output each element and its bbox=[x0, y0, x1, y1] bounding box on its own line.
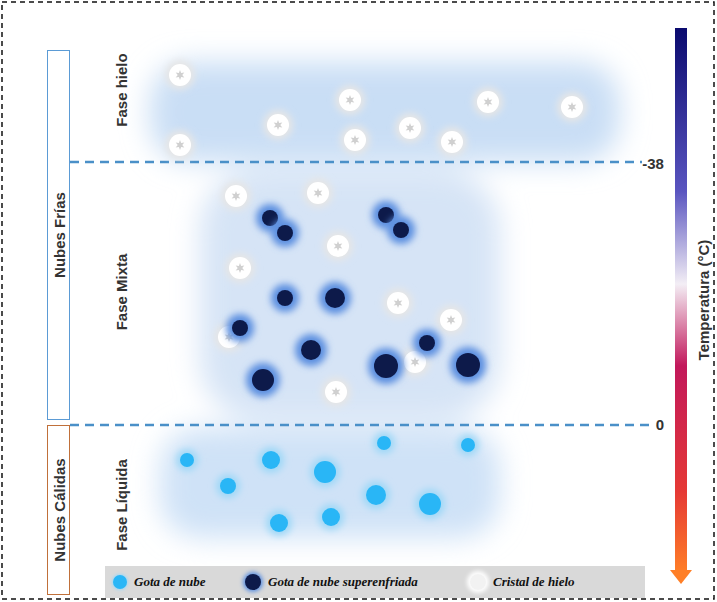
legend-swatch bbox=[245, 574, 261, 590]
supercooled-droplet bbox=[226, 314, 254, 342]
axis-title: Temperatura (°C) bbox=[695, 240, 712, 361]
ice-crystal bbox=[383, 288, 413, 318]
supercooled-droplet bbox=[319, 282, 351, 314]
cloud-type-box: Nubes Frías bbox=[47, 50, 70, 420]
ice-crystal bbox=[321, 377, 351, 407]
isotherm-line bbox=[70, 424, 650, 427]
ice-crystal bbox=[165, 130, 195, 160]
ice-crystal bbox=[303, 178, 333, 208]
cloud-droplet bbox=[258, 447, 284, 473]
legend-entry: Cristal de hielo bbox=[470, 572, 575, 592]
temperature-value: -38 bbox=[642, 155, 664, 172]
phase-label: Fase Mixta bbox=[113, 254, 130, 331]
ice-crystal bbox=[335, 85, 365, 115]
legend-bar bbox=[105, 566, 645, 598]
cloud-droplet bbox=[176, 449, 198, 471]
ice-crystal bbox=[221, 181, 251, 211]
legend-entry: Gota de nube bbox=[113, 572, 206, 592]
temperature-bar bbox=[675, 28, 687, 573]
cloud-droplet bbox=[310, 457, 340, 487]
legend-swatch bbox=[113, 575, 127, 589]
supercooled-droplet bbox=[271, 219, 299, 247]
legend-text: Gota de nube bbox=[134, 574, 206, 590]
supercooled-droplet bbox=[450, 347, 486, 383]
ice-crystal bbox=[436, 305, 466, 335]
ice-crystal bbox=[165, 60, 195, 90]
supercooled-droplet bbox=[413, 329, 441, 357]
legend-text: Cristal de hielo bbox=[493, 574, 575, 590]
cloud-droplet bbox=[266, 510, 292, 536]
cloud-droplet bbox=[362, 481, 390, 509]
legend-swatch bbox=[470, 574, 486, 590]
temperature-arrow bbox=[670, 570, 692, 584]
ice-crystal bbox=[437, 127, 467, 157]
ice-crystal bbox=[263, 110, 293, 140]
supercooled-droplet bbox=[246, 363, 280, 397]
cloud-droplet bbox=[457, 434, 479, 456]
ice-crystal bbox=[395, 113, 425, 143]
legend-text: Gota de nube superenfriada bbox=[268, 574, 418, 590]
supercooled-droplet bbox=[387, 216, 415, 244]
cloud-type-label: Nubes Frías bbox=[50, 192, 67, 278]
phase-label: Fase hielo bbox=[113, 53, 130, 126]
isotherm-line bbox=[70, 161, 642, 164]
cloud-droplet bbox=[415, 489, 445, 519]
cloud-droplet bbox=[373, 432, 395, 454]
supercooled-droplet bbox=[295, 334, 327, 366]
cloud-type-label: Nubes Cálidas bbox=[50, 458, 67, 561]
ice-crystal bbox=[340, 125, 370, 155]
ice-crystal bbox=[225, 253, 255, 283]
supercooled-droplet bbox=[271, 284, 299, 312]
ice-crystal bbox=[557, 92, 587, 122]
supercooled-droplet bbox=[368, 348, 404, 384]
cloud-body bbox=[150, 62, 620, 538]
cloud-droplet bbox=[318, 504, 344, 530]
phase-label: Fase Líquida bbox=[113, 459, 130, 551]
legend-entry: Gota de nube superenfriada bbox=[245, 572, 418, 592]
temperature-value: 0 bbox=[656, 416, 664, 433]
ice-crystal bbox=[473, 87, 503, 117]
cloud-type-box: Nubes Cálidas bbox=[47, 425, 70, 595]
ice-crystal bbox=[323, 231, 353, 261]
cloud-droplet bbox=[216, 474, 240, 498]
